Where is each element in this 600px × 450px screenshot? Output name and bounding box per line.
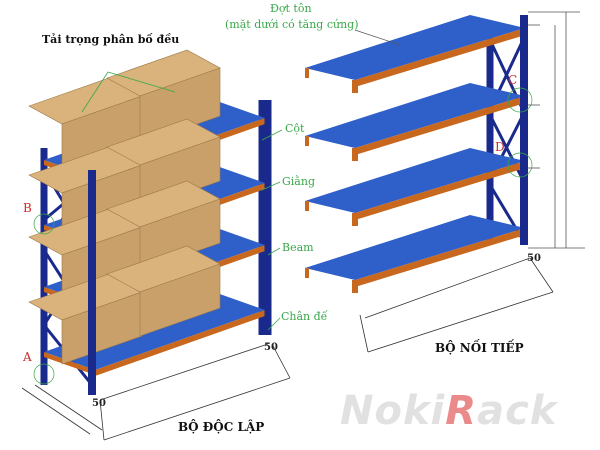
- dimension-left-a: 50: [92, 398, 106, 409]
- callout-line: [267, 317, 281, 331]
- detail-circle-d: [507, 152, 533, 178]
- callout-line: [354, 29, 401, 46]
- marker-d: D: [495, 140, 505, 154]
- label-deck: Đợt tôn: [270, 2, 312, 15]
- callout-line: [267, 247, 281, 256]
- beam: [95, 310, 265, 376]
- beam-leg: [352, 148, 358, 161]
- label-beam: Beam: [282, 241, 314, 254]
- watermark: NokiRack: [340, 388, 557, 434]
- dimension-line: [34, 384, 103, 431]
- callout-line: [107, 71, 176, 93]
- shelf-deck: [305, 148, 525, 213]
- dimension-line: [367, 291, 554, 353]
- shelf-deck: [305, 15, 525, 80]
- label-load: Tải trọng phân bố đều: [42, 33, 180, 46]
- marker-c: C: [508, 73, 518, 87]
- shelf-deck: [305, 83, 525, 148]
- beam: [355, 96, 525, 155]
- beam-leg: [352, 80, 358, 93]
- label-column: Cột: [285, 122, 305, 135]
- beam: [355, 161, 525, 220]
- beam-leg: [352, 213, 358, 226]
- box-front: [139, 263, 221, 337]
- beam: [355, 28, 525, 87]
- marker-a: A: [23, 350, 32, 364]
- marker-b: B: [23, 201, 32, 215]
- dimension-line: [99, 399, 105, 441]
- beam: [44, 352, 95, 375]
- beam-leg: [305, 268, 309, 278]
- callout-line: [81, 71, 109, 113]
- callout-line: [261, 181, 281, 191]
- dimension-line: [99, 343, 269, 401]
- dimension-left-b: 50: [264, 342, 278, 353]
- callout-line: [261, 129, 283, 141]
- dimension-line: [21, 387, 91, 435]
- watermark-post: ack: [477, 388, 558, 434]
- detail-circle-b: [33, 213, 55, 235]
- beam-leg: [305, 136, 309, 146]
- label-base: Chân đế: [281, 310, 328, 323]
- dimension-right: 50: [527, 253, 541, 264]
- beam-leg: [305, 201, 309, 211]
- watermark-pre: Noki: [340, 388, 446, 434]
- beam: [355, 228, 525, 287]
- dimension-line: [364, 257, 531, 319]
- shelf-deck: [305, 215, 525, 280]
- dimension-line: [359, 314, 369, 353]
- dimension-line: [271, 343, 291, 379]
- dimension-line: [529, 257, 554, 293]
- beam-leg: [305, 68, 309, 78]
- title-standalone: BỘ ĐỘC LẬP: [178, 420, 265, 434]
- dimension-line: [103, 377, 291, 441]
- watermark-accent: R: [445, 388, 478, 434]
- label-deck-note: (mặt dưới có tăng cứng): [225, 18, 359, 31]
- label-brace: Giằng: [282, 175, 315, 188]
- detail-circle-a: [33, 363, 55, 385]
- beam-leg: [352, 280, 358, 293]
- detail-circle-c: [507, 87, 533, 113]
- title-series: BỘ NỐI TIẾP: [435, 341, 524, 355]
